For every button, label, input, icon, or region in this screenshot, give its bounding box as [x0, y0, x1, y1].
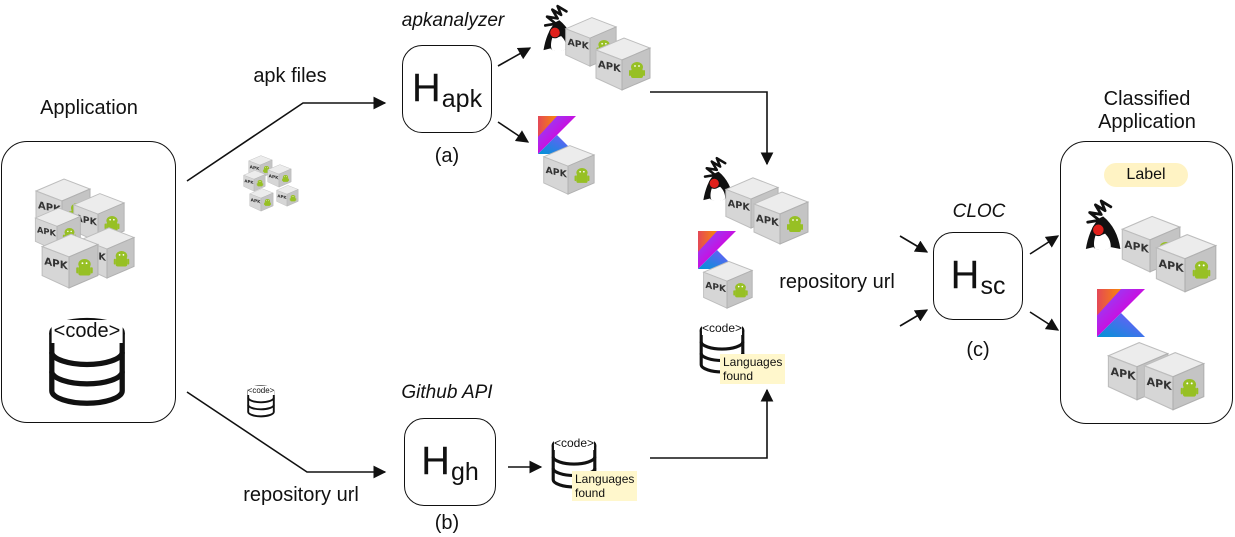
- languages-found-line2: found: [723, 369, 754, 383]
- code-label: <code>: [51, 320, 123, 343]
- apkanalyzer-label: apkanalyzer: [401, 10, 505, 31]
- application-box: [1, 141, 176, 423]
- arrow-app-to-hapk: [186, 96, 387, 182]
- arrow-app-to-hgh: [186, 391, 387, 479]
- code-label-gh: <code>: [553, 436, 595, 450]
- arrow-out-hsc-bottom: [1029, 311, 1060, 331]
- apk-package-icon: [750, 186, 810, 246]
- h-sc-formula: Hsc: [950, 253, 1006, 300]
- arrow-hapk-to-java: [497, 47, 532, 67]
- h-apk-formula: Hapk: [411, 66, 483, 113]
- arrow-in-hsc-bottom: [899, 309, 929, 327]
- languages-found-line1: Languages: [723, 355, 783, 369]
- arrow-db-to-merge: [650, 388, 774, 459]
- code-label-small: <code>: [247, 386, 275, 395]
- h-gh-caption: (b): [434, 512, 460, 534]
- apk-package-icon: [592, 32, 652, 92]
- application-title: Application: [40, 97, 138, 119]
- classified-title-line2: Application: [1098, 111, 1196, 133]
- h-apk-caption: (a): [434, 145, 460, 167]
- classified-application-box: [1060, 141, 1233, 424]
- classified-title: Classified Application: [1098, 88, 1196, 134]
- languages-found-badge-gh: Languages found: [572, 471, 638, 501]
- kotlin-icon: [1097, 288, 1145, 338]
- h-sc-caption: (c): [966, 339, 990, 361]
- apk-package-icon: [38, 228, 100, 290]
- arrow-java-to-merge: [650, 91, 774, 166]
- cloc-label: CLOC: [952, 201, 1006, 222]
- languages-found-line1: Languages: [575, 472, 635, 486]
- h-gh-node: Hgh: [404, 418, 496, 506]
- apk-files-label: apk files: [253, 65, 327, 87]
- arrow-hapk-to-kotlin: [497, 121, 530, 143]
- languages-found-badge-merge: Languages found: [720, 354, 786, 384]
- code-label-merge: <code>: [701, 321, 743, 335]
- apk-package-icon: [1140, 346, 1206, 412]
- languages-found-line2: found: [575, 486, 606, 500]
- arrow-in-hsc-top: [899, 235, 929, 253]
- apk-package-icon: [1152, 228, 1218, 294]
- github-api-label: Github API: [401, 382, 493, 403]
- classified-title-line1: Classified: [1103, 88, 1191, 110]
- repository-url-label: repository url: [243, 484, 359, 506]
- h-sc-node: Hsc: [933, 232, 1023, 320]
- repository-url-mid-label: repository url: [779, 271, 895, 293]
- apk-package-icon: [540, 140, 596, 196]
- h-apk-node: Hapk: [402, 45, 492, 133]
- arrow-out-hsc-top: [1029, 235, 1060, 255]
- label-badge: Label: [1104, 163, 1188, 187]
- apk-package-icon: [248, 186, 274, 212]
- apk-package-icon: [275, 183, 299, 207]
- h-gh-formula: Hgh: [421, 439, 479, 486]
- apk-package-icon: [700, 256, 754, 310]
